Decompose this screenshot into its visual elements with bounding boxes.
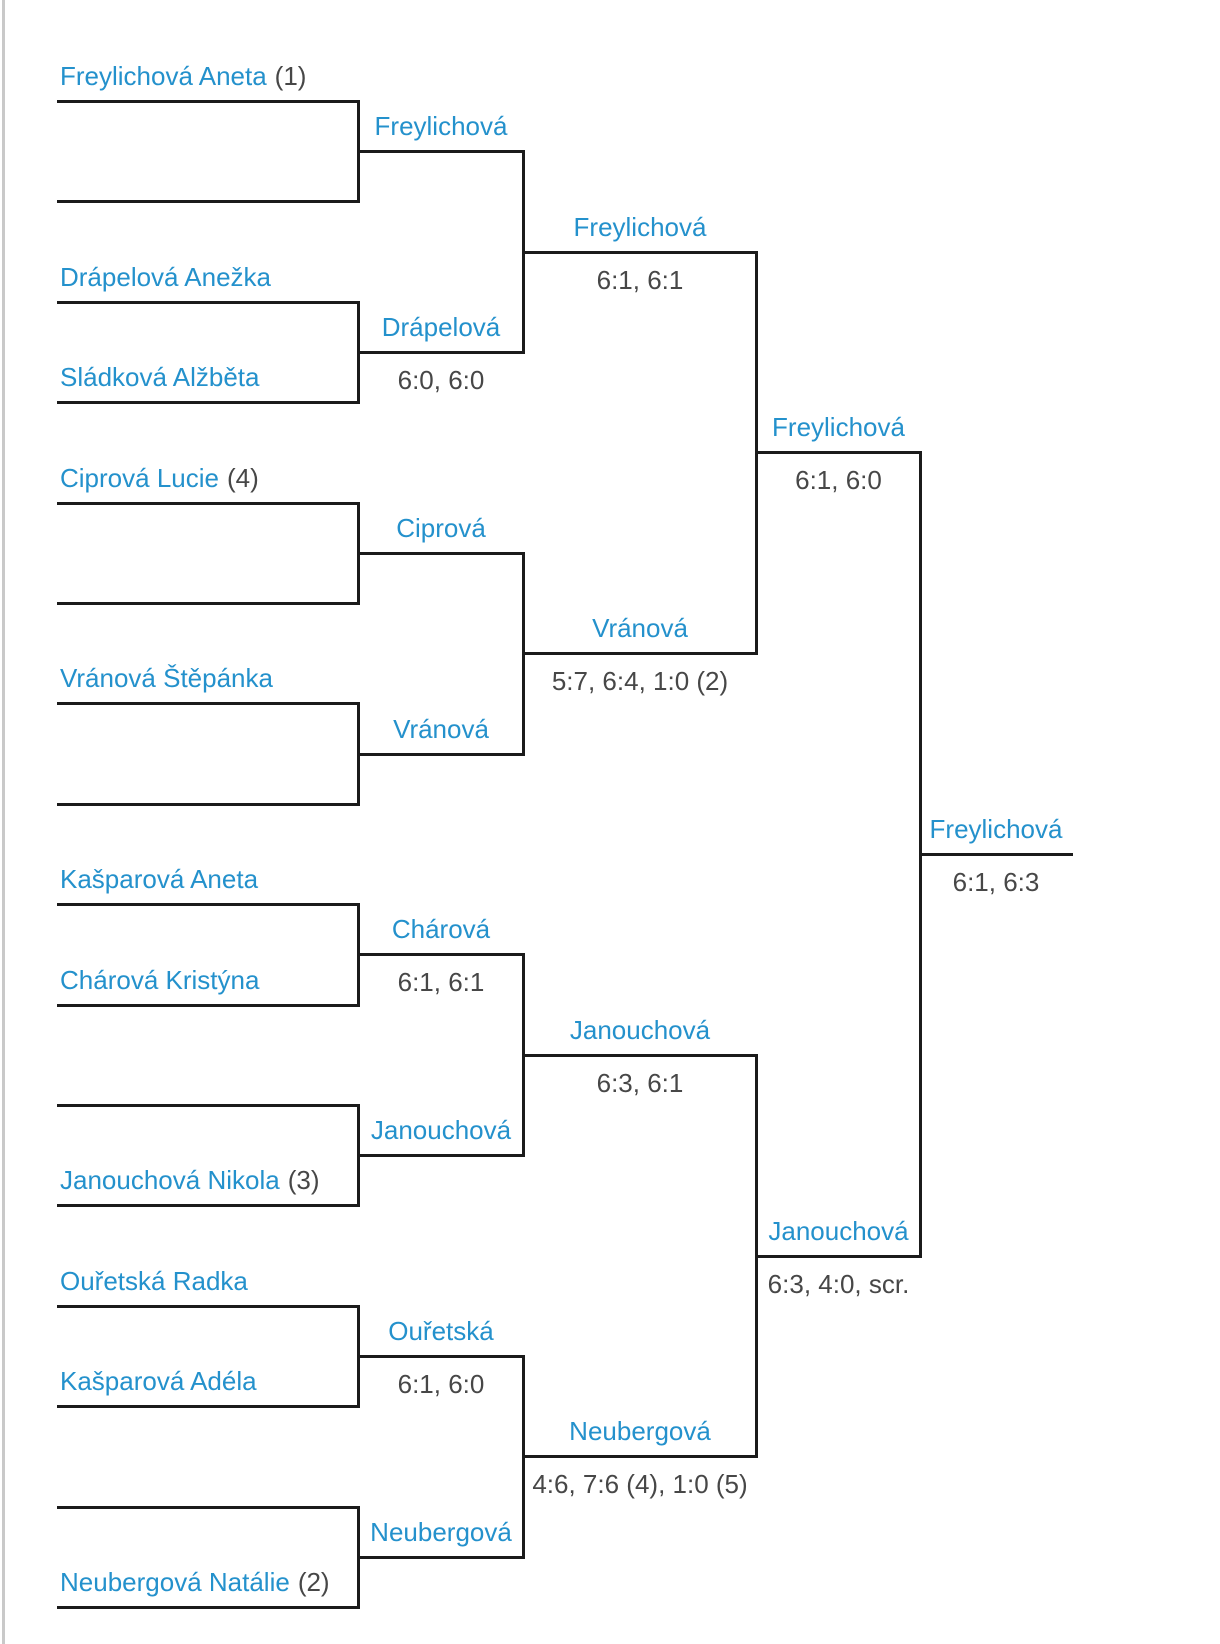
match-line — [57, 300, 360, 304]
player-entry[interactable]: Janouchová Nikola(3) — [60, 1165, 319, 1195]
match-line — [57, 702, 360, 706]
player-name[interactable]: Ciprová Lucie — [60, 462, 219, 493]
player-entry[interactable]: Kašparová Aneta — [60, 864, 258, 894]
player-entry[interactable]: Sládková Alžběta — [60, 362, 259, 392]
match-score: 6:1, 6:3 — [952, 867, 1040, 897]
match-line — [522, 652, 758, 656]
match-score: 6:1, 6:1 — [596, 264, 684, 295]
match-winner-label[interactable]: Neubergová — [370, 1516, 512, 1547]
match-line — [919, 853, 1073, 856]
match-winner-label[interactable]: Chárová — [391, 914, 491, 945]
player-name[interactable]: Chárová Kristýna — [60, 964, 260, 995]
player-seed: (1) — [274, 61, 307, 91]
match-line — [522, 250, 758, 254]
match-winner-label[interactable]: Janouchová — [768, 1215, 909, 1246]
match-line — [755, 1254, 922, 1258]
match-line — [755, 451, 922, 455]
match-line — [357, 1154, 525, 1158]
match-line — [57, 903, 360, 907]
player-name[interactable]: Neubergová Natálie — [60, 1567, 290, 1597]
match-score: 6:1, 6:0 — [397, 1369, 485, 1399]
match-line — [357, 1355, 525, 1358]
player-name[interactable]: Kašparová Aneta — [60, 864, 259, 895]
match-line — [57, 401, 360, 405]
match-winner-label[interactable]: Janouchová — [569, 1014, 711, 1045]
player-entry[interactable]: Ouřetská Radka — [60, 1266, 248, 1296]
player-entry[interactable]: Neubergová Natálie(2) — [60, 1567, 330, 1597]
match-score: 6:0, 6:0 — [397, 365, 485, 395]
player-entry[interactable]: Chárová Kristýna — [60, 965, 259, 995]
match-line — [57, 602, 360, 605]
match-winner-label[interactable]: Vránová — [592, 613, 688, 644]
player-entry[interactable]: Ciprová Lucie(4) — [60, 463, 259, 493]
player-seed: (3) — [287, 1165, 320, 1196]
match-line — [522, 1053, 758, 1057]
match-winner-label[interactable]: Freylichová — [374, 111, 508, 142]
match-score: 6:1, 6:0 — [795, 465, 882, 496]
player-entry[interactable]: Vránová Štěpánka — [60, 663, 273, 693]
match-winner-label[interactable]: Freylichová — [573, 211, 707, 242]
match-score: 4:6, 7:6 (4), 1:0 (5) — [532, 1469, 748, 1500]
player-seed: (2) — [297, 1567, 330, 1597]
player-entry[interactable]: Kašparová Adéla — [60, 1366, 257, 1396]
match-line — [57, 1405, 360, 1409]
player-name[interactable]: Drápelová Anežka — [60, 261, 272, 292]
match-winner-label[interactable]: Freylichová — [772, 412, 905, 443]
player-name[interactable]: Vránová Štěpánka — [60, 663, 273, 694]
match-line — [57, 100, 360, 103]
match-line — [357, 953, 525, 957]
match-line — [57, 1204, 360, 1208]
match-line — [57, 1003, 360, 1007]
match-winner-label[interactable]: Vránová — [393, 713, 489, 744]
match-score: 6:3, 6:1 — [596, 1067, 684, 1098]
match-line — [57, 200, 360, 204]
match-line — [57, 1104, 360, 1107]
player-name[interactable]: Kašparová Adéla — [60, 1366, 257, 1397]
player-name[interactable]: Freylichová Aneta — [60, 61, 267, 91]
match-winner-label[interactable]: Neubergová — [569, 1416, 711, 1447]
match-line — [57, 1606, 360, 1609]
match-line — [57, 1505, 360, 1509]
player-name[interactable]: Sládková Alžběta — [60, 362, 260, 393]
match-line — [57, 802, 360, 806]
match-winner-label[interactable]: Ciprová — [396, 512, 486, 543]
match-line — [57, 501, 360, 505]
player-entry[interactable]: Drápelová Anežka — [60, 262, 271, 292]
match-line — [357, 150, 525, 154]
player-name[interactable]: Janouchová Nikola — [60, 1165, 280, 1196]
player-entry[interactable]: Freylichová Aneta(1) — [60, 61, 306, 91]
match-score: 6:1, 6:1 — [397, 967, 485, 998]
match-line — [522, 1455, 758, 1459]
player-name[interactable]: Ouřetská Radka — [60, 1265, 248, 1296]
match-line — [357, 1555, 525, 1559]
match-score: 5:7, 6:4, 1:0 (2) — [551, 666, 729, 697]
match-line — [357, 551, 525, 555]
match-score: 6:3, 4:0, scr. — [767, 1268, 910, 1299]
match-winner-label[interactable]: Drápelová — [381, 312, 501, 342]
match-line — [57, 1304, 360, 1308]
match-winner-label[interactable]: Janouchová — [370, 1115, 512, 1146]
match-winner-label[interactable]: Freylichová — [929, 814, 1063, 844]
left-edge-divider — [2, 0, 5, 1644]
player-seed: (4) — [226, 462, 259, 493]
match-winner-label[interactable]: Ouřetská — [388, 1316, 494, 1346]
match-line — [357, 752, 525, 756]
match-line — [357, 351, 525, 354]
